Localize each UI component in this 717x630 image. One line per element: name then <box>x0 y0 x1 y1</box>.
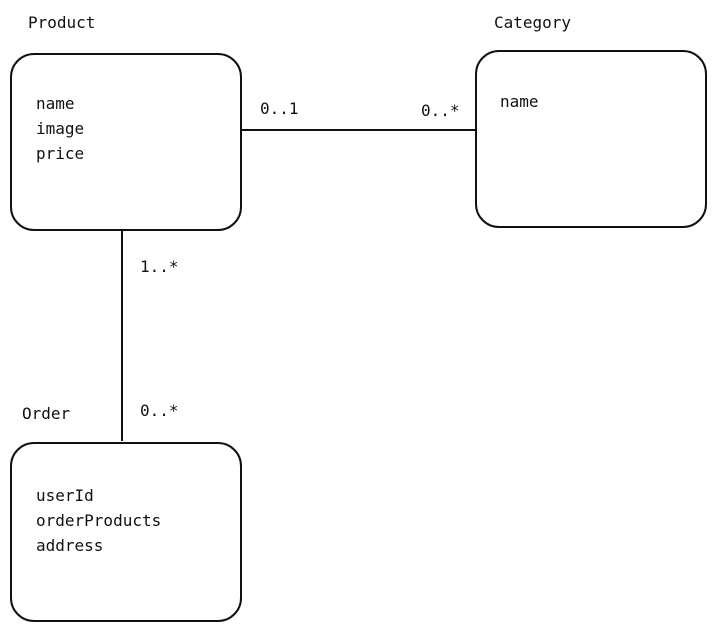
product-attribute-image: image <box>36 119 85 138</box>
order-entity-box[interactable]: userId orderProducts address <box>10 442 242 622</box>
product-attribute-price: price <box>36 144 85 163</box>
category-attribute-name: name <box>500 92 539 111</box>
category-entity-title: Category <box>494 13 572 32</box>
product-entity-title: Product <box>28 13 96 32</box>
order-attribute-userid: userId <box>36 486 94 505</box>
category-attribute-list: name <box>500 89 539 114</box>
multiplicity-product-order-product-end: 1..* <box>140 257 179 276</box>
multiplicity-product-category-category-end: 0..* <box>421 101 460 120</box>
order-attribute-list: userId orderProducts address <box>36 483 161 558</box>
product-attribute-list: name image price <box>36 91 84 166</box>
order-entity-title: Order <box>22 404 71 423</box>
multiplicity-product-order-order-end: 0..* <box>140 401 179 420</box>
multiplicity-product-category-product-end: 0..1 <box>260 99 299 118</box>
product-attribute-name: name <box>36 94 75 113</box>
product-entity-box[interactable]: name image price <box>10 53 242 231</box>
order-attribute-orderproducts: orderProducts <box>36 511 162 530</box>
order-attribute-address: address <box>36 536 104 555</box>
category-entity-box[interactable]: name <box>475 50 707 228</box>
